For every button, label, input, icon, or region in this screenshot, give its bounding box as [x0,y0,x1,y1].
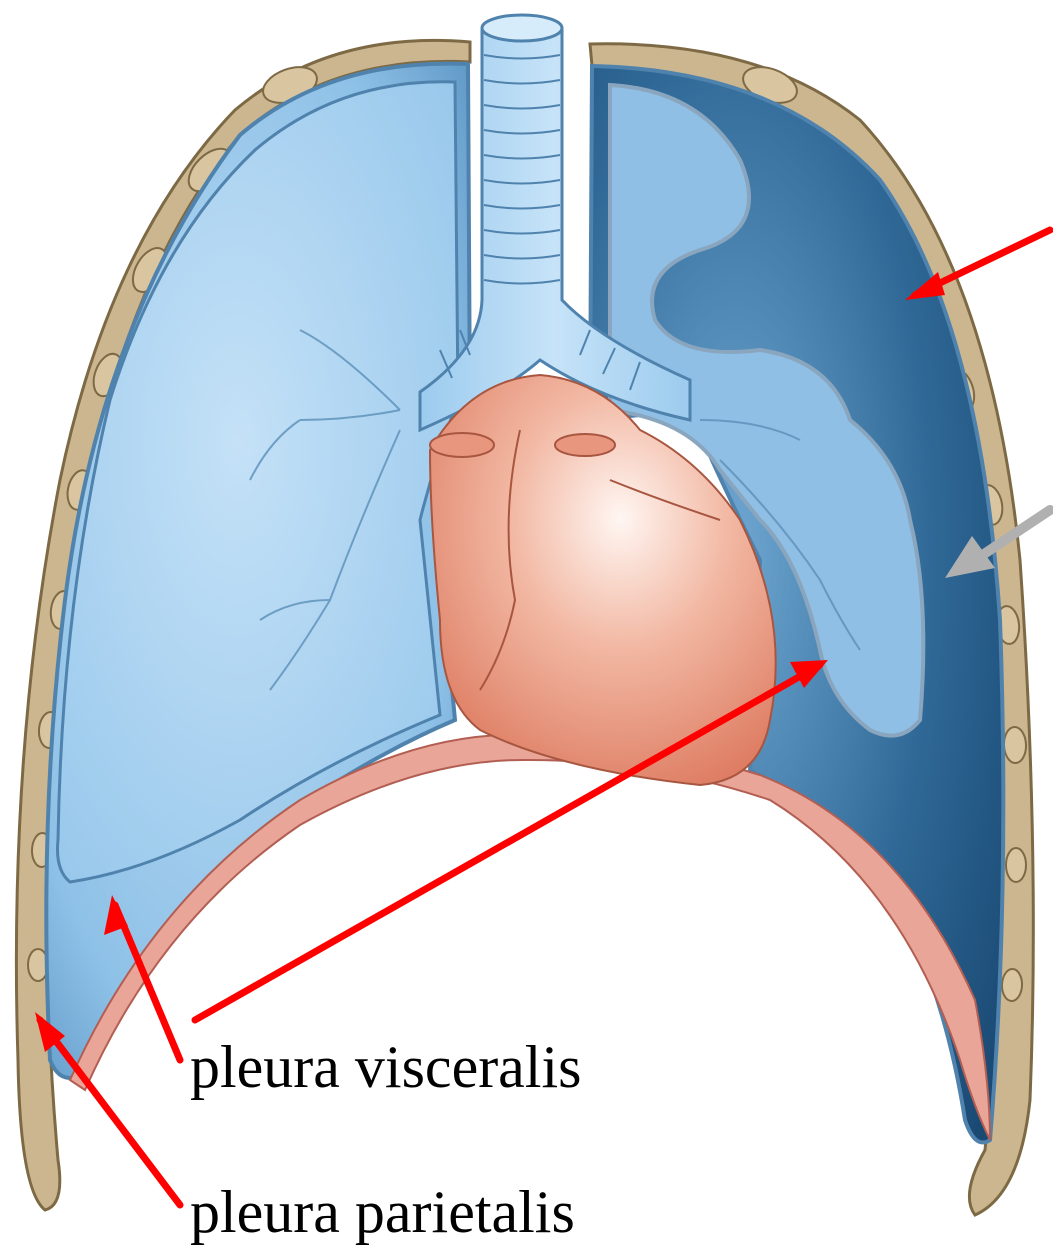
pleura-visceralis-label: pleura visceralis [190,1037,582,1097]
pleura-parietalis-label: pleura parietalis [190,1182,575,1242]
